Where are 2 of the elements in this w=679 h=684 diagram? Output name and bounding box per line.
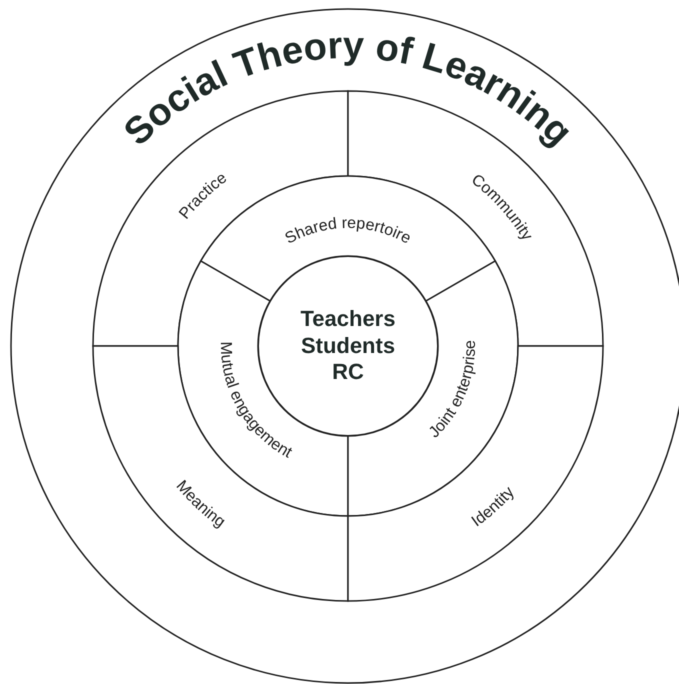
center-label: Teachers Students RC: [300, 306, 396, 386]
sector-label: Shared repertoire: [282, 214, 414, 248]
